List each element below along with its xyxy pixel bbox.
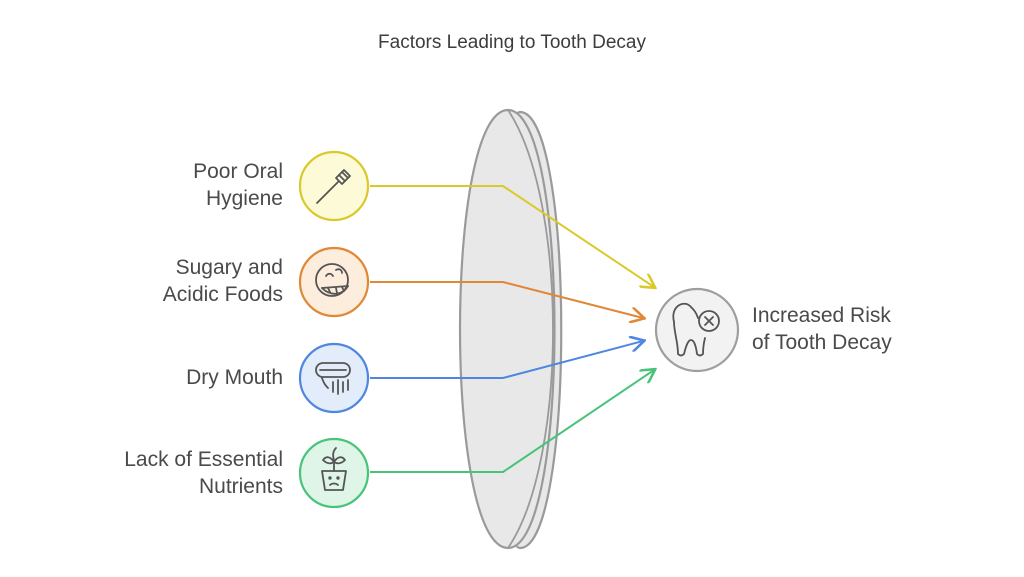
connector-arrow-dry-mouth bbox=[370, 341, 643, 379]
factor-label-nutrients: Lack of Essential Nutrients bbox=[124, 446, 283, 500]
factor-circle bbox=[298, 437, 370, 509]
factor-label-line: Poor Oral bbox=[193, 160, 283, 183]
factor-node-foods bbox=[298, 246, 370, 318]
factor-circle bbox=[298, 246, 370, 318]
factor-label-line: Dry Mouth bbox=[186, 366, 283, 389]
damaged-tooth-icon bbox=[672, 302, 720, 357]
connector-arrow-nutrients bbox=[370, 370, 654, 473]
factor-label-dry-mouth: Dry Mouth bbox=[186, 364, 283, 391]
lens-face bbox=[458, 108, 556, 550]
factor-label-line: Lack of Essential bbox=[124, 448, 283, 471]
connector-arrow-foods bbox=[370, 281, 643, 318]
candy-lemon-icon bbox=[315, 263, 349, 297]
connector-arrow-hygiene bbox=[370, 185, 654, 287]
connectors bbox=[370, 185, 654, 473]
diagram-title: Factors Leading to Tooth Decay bbox=[378, 32, 646, 53]
factor-circle bbox=[298, 342, 370, 414]
factor-label-foods: Sugary and Acidic Foods bbox=[163, 254, 283, 308]
wilting-plant-icon bbox=[321, 447, 347, 491]
factor-node-dry-mouth bbox=[298, 342, 370, 414]
lens bbox=[458, 108, 563, 550]
factor-label-line: Acidic Foods bbox=[162, 283, 283, 306]
outcome-label: Increased Risk of Tooth Decay bbox=[752, 302, 892, 356]
factor-node-hygiene bbox=[298, 150, 370, 222]
outcome-circle bbox=[654, 287, 740, 373]
factor-label-line: Sugary and bbox=[175, 256, 283, 279]
toothbrush-icon bbox=[316, 169, 351, 204]
outcome-node bbox=[654, 287, 740, 373]
lens-inner-edge bbox=[507, 109, 554, 549]
outcome-label-line: of Tooth Decay bbox=[752, 331, 892, 354]
factor-label-line: Nutrients bbox=[198, 475, 283, 498]
factor-label-hygiene: Poor Oral Hygiene bbox=[193, 158, 283, 212]
dry-mouth-icon bbox=[315, 362, 351, 395]
factor-node-nutrients bbox=[298, 437, 370, 509]
outcome-label-line: Increased Risk bbox=[752, 304, 891, 327]
factor-label-line: Hygiene bbox=[205, 187, 283, 210]
